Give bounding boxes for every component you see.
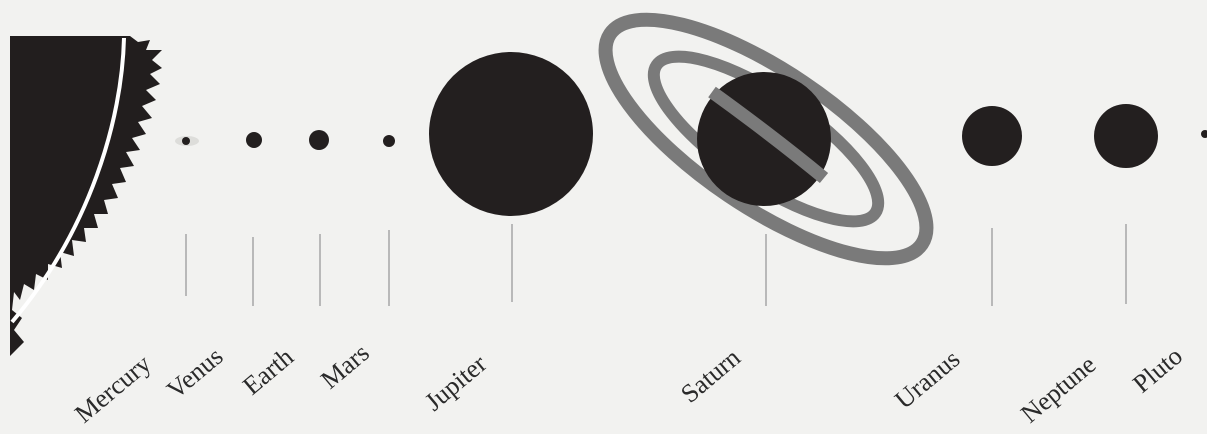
label-jupiter: Jupiter [419,349,492,417]
label-venus: Venus [161,342,228,405]
label-saturn: Saturn [675,343,746,409]
planet-earth [309,130,329,150]
planet-venus [246,132,262,148]
label-earth: Earth [237,342,299,400]
label-pluto: Pluto [1127,341,1188,399]
planet-mars [383,135,395,147]
label-uranus: Uranus [889,344,965,414]
pointer-lines [186,224,1126,306]
label-mars: Mars [315,338,375,395]
planet-neptune [1094,104,1158,168]
planet-uranus [962,106,1022,166]
label-neptune: Neptune [1015,350,1101,429]
planet-labels: Mercury Venus Earth Mars Jupiter Saturn … [69,338,1188,429]
sun [10,36,162,356]
planet-mercury [175,136,199,146]
planet-pluto [1201,130,1207,138]
label-mercury: Mercury [69,349,156,429]
planet-jupiter [429,52,593,216]
sun-corona [10,36,162,356]
